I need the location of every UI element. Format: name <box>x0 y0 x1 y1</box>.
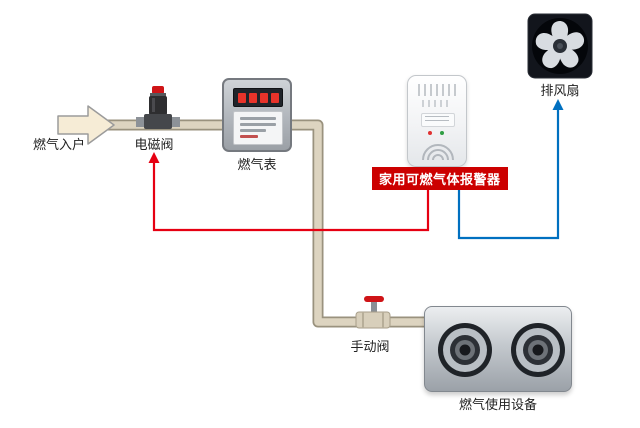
exhaust-fan-device <box>527 13 593 79</box>
stove-burner-left <box>438 323 492 377</box>
gas-meter-label: 燃气表 <box>237 158 277 173</box>
stove-burner-right <box>511 323 565 377</box>
solenoid-valve-label: 电磁阀 <box>134 138 174 153</box>
gas-inlet-label: 燃气入户 <box>32 138 85 153</box>
gas-alarm-label: 家用可燃气体报警器 <box>372 167 508 190</box>
alarm-to-fan-line <box>457 109 560 240</box>
meter-digit <box>248 92 257 103</box>
alarm-green-led <box>440 131 444 135</box>
alarm-to-fan-arrow-icon <box>552 99 564 110</box>
manual-valve-graphic <box>355 296 391 329</box>
meter-panel-line <box>240 129 266 132</box>
meter-panel-line <box>240 123 276 126</box>
gas-meter-display <box>233 88 283 107</box>
meter-digit <box>259 92 268 103</box>
gas-meter-label-panel <box>233 111 283 145</box>
gas-alarm-device <box>407 75 467 167</box>
alarm-vent-slots <box>422 100 452 107</box>
meter-digit <box>237 92 246 103</box>
meter-digit <box>270 92 279 103</box>
solenoid-valve-icon <box>136 84 180 136</box>
gas-inlet-arrow-icon <box>57 105 115 145</box>
exhaust-fan-icon <box>527 13 593 79</box>
manual-valve-label: 手动阀 <box>350 340 390 355</box>
alarm-vent-slots <box>418 84 456 96</box>
gas-stove-device <box>424 306 572 392</box>
solenoid-red-cap <box>152 86 164 94</box>
alarm-sticker <box>421 113 455 127</box>
alarm-to-valve-line <box>152 162 430 232</box>
meter-panel-line <box>240 135 258 138</box>
exhaust-fan-label: 排风扇 <box>540 84 580 99</box>
alarm-speaker-grille <box>422 144 454 161</box>
alarm-to-valve-arrow-icon <box>148 152 160 163</box>
alarm-sticker-text-lines <box>425 116 449 124</box>
alarm-red-led <box>428 131 432 135</box>
solenoid-valve-graphic <box>136 86 180 129</box>
manual-valve-icon <box>350 294 396 334</box>
gas-meter-device <box>222 78 292 152</box>
gas-appliance-label: 燃气使用设备 <box>458 398 537 413</box>
meter-panel-line <box>240 117 276 120</box>
manual-valve-red-handle <box>364 296 384 302</box>
